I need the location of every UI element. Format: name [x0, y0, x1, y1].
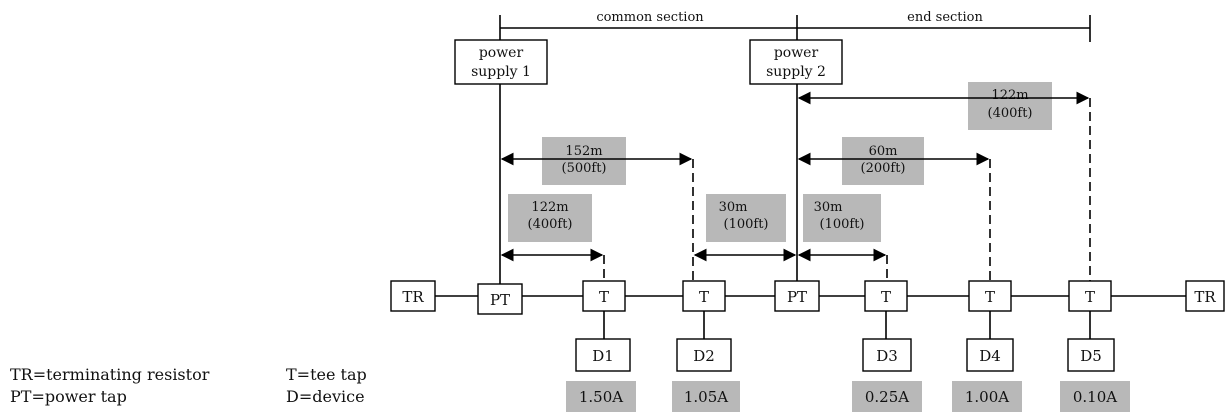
svg-text:1.05A: 1.05A: [684, 388, 728, 406]
svg-text:T: T: [985, 288, 995, 306]
legend-tr: TR=terminating resistor: [10, 365, 210, 384]
tee-tap-4: T: [968, 280, 1012, 312]
power-supply-2-line1: power: [774, 45, 819, 61]
device-d2: D2: [676, 338, 732, 372]
svg-text:0.10A: 0.10A: [1073, 388, 1117, 406]
current-d3: 0.25A: [852, 381, 922, 412]
power-supply-2: power supply 2: [749, 39, 843, 85]
legend-d: D=device: [286, 387, 365, 406]
current-d2: 1.05A: [672, 381, 740, 412]
current-d1: 1.50A: [566, 381, 636, 412]
device-d4: D4: [966, 338, 1014, 372]
svg-text:D1: D1: [592, 347, 614, 365]
distance-ps2-d5: 122m (400ft): [968, 82, 1052, 130]
tee-tap-3: T: [864, 280, 908, 312]
end-section-label: end section: [907, 10, 983, 25]
svg-text:122m: 122m: [531, 200, 568, 215]
svg-text:1.50A: 1.50A: [579, 388, 623, 406]
terminating-resistor-right: TR: [1185, 280, 1225, 312]
svg-text:30m: 30m: [814, 200, 843, 215]
svg-text:(400ft): (400ft): [988, 106, 1033, 121]
distance-ps1-d2: 152m (500ft): [542, 137, 626, 185]
common-section-label: common section: [596, 10, 704, 25]
terminating-resistor-left: TR: [390, 280, 436, 312]
svg-text:T: T: [1085, 288, 1095, 306]
distance-ps1-d1: 122m (400ft): [508, 194, 592, 242]
distance-d2-pt2: 30m (100ft): [706, 194, 786, 242]
svg-text:PT: PT: [490, 291, 510, 309]
tee-tap-5: T: [1068, 280, 1112, 312]
svg-text:(500ft): (500ft): [562, 161, 607, 176]
svg-text:T: T: [881, 288, 891, 306]
distance-ps2-d4: 60m (200ft): [842, 137, 924, 185]
svg-text:(400ft): (400ft): [528, 217, 573, 232]
svg-text:D4: D4: [979, 347, 1001, 365]
svg-text:D2: D2: [693, 347, 715, 365]
legend-pt: PT=power tap: [10, 387, 127, 406]
svg-text:T: T: [699, 288, 709, 306]
device-d1: D1: [575, 338, 631, 372]
svg-text:60m: 60m: [869, 144, 898, 159]
svg-text:152m: 152m: [565, 144, 602, 159]
device-d5: D5: [1067, 338, 1115, 372]
current-d4: 1.00A: [952, 381, 1022, 412]
power-tap-2: PT: [774, 280, 820, 312]
svg-text:30m: 30m: [719, 200, 748, 215]
svg-text:(200ft): (200ft): [861, 161, 906, 176]
legend: TR=terminating resistor PT=power tap T=t…: [10, 365, 367, 406]
current-d5: 0.10A: [1060, 381, 1130, 412]
tee-tap-1: T: [582, 280, 626, 312]
power-tap-1: PT: [477, 283, 523, 315]
svg-text:0.25A: 0.25A: [865, 388, 909, 406]
tee-tap-2: T: [682, 280, 726, 312]
svg-text:D3: D3: [876, 347, 898, 365]
section-dimension: common section end section: [499, 10, 1091, 42]
power-supply-1-line1: power: [479, 45, 524, 61]
svg-text:T: T: [599, 288, 609, 306]
svg-text:D5: D5: [1080, 347, 1102, 365]
svg-text:(100ft): (100ft): [820, 217, 865, 232]
device-d3: D3: [862, 338, 912, 372]
power-supply-1-line2: supply 1: [471, 64, 531, 80]
svg-text:PT: PT: [787, 288, 807, 306]
distance-ps2-d3: 30m (100ft): [803, 194, 881, 242]
distance-arrows: [500, 91, 1090, 262]
power-supply-2-line2: supply 2: [766, 64, 826, 80]
svg-text:(100ft): (100ft): [724, 217, 769, 232]
legend-t: T=tee tap: [286, 365, 367, 384]
svg-text:1.00A: 1.00A: [965, 388, 1009, 406]
svg-text:122m: 122m: [991, 88, 1028, 103]
svg-text:TR: TR: [402, 288, 424, 306]
power-supply-1: power supply 1: [454, 39, 548, 85]
svg-text:TR: TR: [1194, 288, 1216, 306]
